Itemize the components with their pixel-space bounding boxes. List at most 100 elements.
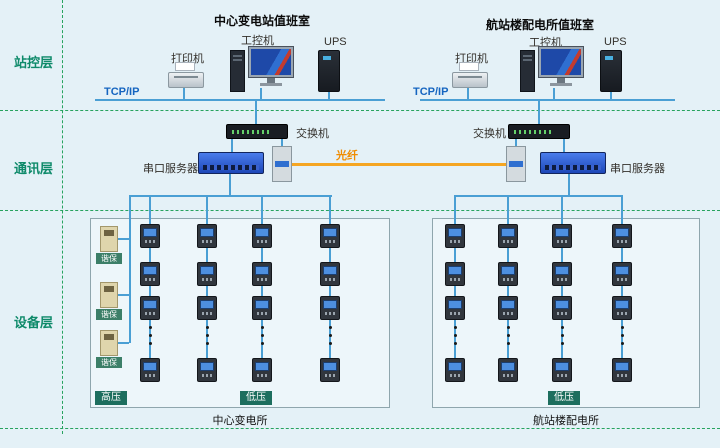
meter-icon: [320, 262, 340, 286]
meter-buttons: [257, 374, 267, 377]
layer-label-comm: 通讯层: [14, 161, 54, 176]
printer-body: [168, 72, 204, 88]
meter-buttons: [557, 278, 567, 281]
network-label-right: TCP/IP: [413, 86, 449, 98]
meter-screen: [501, 300, 515, 309]
meter-icon: [498, 262, 518, 286]
meter-screen: [501, 266, 515, 275]
meter-buttons: [257, 278, 267, 281]
connection-line: [538, 101, 540, 124]
meter-icon: [498, 358, 518, 382]
meter-buttons: [557, 240, 567, 243]
meter-icon: [252, 262, 272, 286]
relay-label: 谐保: [96, 357, 122, 368]
meter-icon: [552, 358, 572, 382]
meter-icon: [320, 296, 340, 320]
connection-line: [563, 139, 565, 152]
meter-icon: [445, 262, 465, 286]
connection-line: [553, 88, 555, 99]
monitor-stand: [557, 78, 565, 83]
meter-buttons: [503, 312, 513, 315]
meter-icon: [445, 224, 465, 248]
meter-icon: [252, 358, 272, 382]
connection-line: [118, 342, 129, 344]
monitor-base: [550, 83, 572, 86]
lv-badge-left: 低压: [240, 391, 272, 405]
meter-buttons: [617, 240, 627, 243]
meter-screen: [200, 362, 214, 371]
meter-screen: [615, 300, 629, 309]
meter-screen: [615, 362, 629, 371]
ups-icon-left: [318, 50, 340, 92]
ellipsis-dots: [206, 326, 209, 345]
ups-label-left: UPS: [324, 36, 347, 48]
meter-icon: [197, 296, 217, 320]
separator-comm-device: [0, 210, 720, 211]
serial-server-icon-left: [198, 152, 264, 174]
fiber-line: [292, 163, 506, 166]
meter-icon: [498, 296, 518, 320]
pc-monitor-icon-left: [248, 46, 294, 88]
connection-line: [454, 195, 623, 197]
meter-screen: [255, 300, 269, 309]
meter-buttons: [202, 374, 212, 377]
meter-screen: [143, 362, 157, 371]
meter-screen: [143, 300, 157, 309]
monitor-screen: [538, 46, 584, 78]
connection-line: [281, 139, 283, 146]
printer-icon-right: [452, 62, 488, 88]
meter-screen: [555, 300, 569, 309]
room-title-right: 航站楼配电所值班室: [485, 18, 595, 32]
meter-buttons: [257, 240, 267, 243]
meter-buttons: [557, 374, 567, 377]
device-box-left: [90, 218, 390, 408]
separator-bottom: [0, 428, 720, 429]
meter-buttons: [202, 278, 212, 281]
connection-line: [118, 294, 129, 296]
meter-buttons: [145, 240, 155, 243]
meter-screen: [200, 228, 214, 237]
meter-screen: [323, 300, 337, 309]
meter-screen: [555, 266, 569, 275]
fiber-label: 光纤: [336, 150, 358, 162]
meter-buttons: [503, 240, 513, 243]
ellipsis-dots: [621, 326, 624, 345]
meter-icon: [320, 358, 340, 382]
meter-icon: [552, 224, 572, 248]
monitor-stand: [267, 78, 275, 83]
serial-server-icon-right: [540, 152, 606, 174]
pc-tower-icon-left: [230, 50, 245, 92]
ellipsis-dots: [261, 326, 264, 345]
switch-label-left: 交换机: [296, 128, 329, 140]
meter-icon: [498, 224, 518, 248]
meter-icon: [552, 296, 572, 320]
meter-buttons: [257, 312, 267, 315]
box-caption-right: 航站楼配电所: [533, 415, 599, 427]
meter-icon: [140, 358, 160, 382]
meter-buttons: [325, 374, 335, 377]
ups-icon-right: [600, 50, 622, 92]
connection-line: [467, 88, 469, 99]
network-label-left: TCP/IP: [104, 86, 140, 98]
meter-icon: [445, 296, 465, 320]
meter-buttons: [617, 278, 627, 281]
connection-line: [129, 195, 332, 197]
pc-label-left: 工控机: [241, 35, 274, 47]
ellipsis-dots: [149, 326, 152, 345]
connection-line: [515, 139, 517, 146]
meter-screen: [555, 362, 569, 371]
meter-buttons: [325, 278, 335, 281]
meter-screen: [200, 266, 214, 275]
meter-icon: [612, 296, 632, 320]
meter-screen: [448, 266, 462, 275]
ellipsis-dots: [507, 326, 510, 345]
connection-line: [420, 99, 675, 101]
meter-screen: [143, 266, 157, 275]
meter-icon: [320, 224, 340, 248]
meter-screen: [255, 362, 269, 371]
box-caption-left: 中心变电所: [212, 415, 268, 427]
fiber-converter-icon-right: [506, 146, 526, 182]
meter-icon: [140, 296, 160, 320]
pc-tower-icon-right: [520, 50, 535, 92]
meter-buttons: [450, 240, 460, 243]
